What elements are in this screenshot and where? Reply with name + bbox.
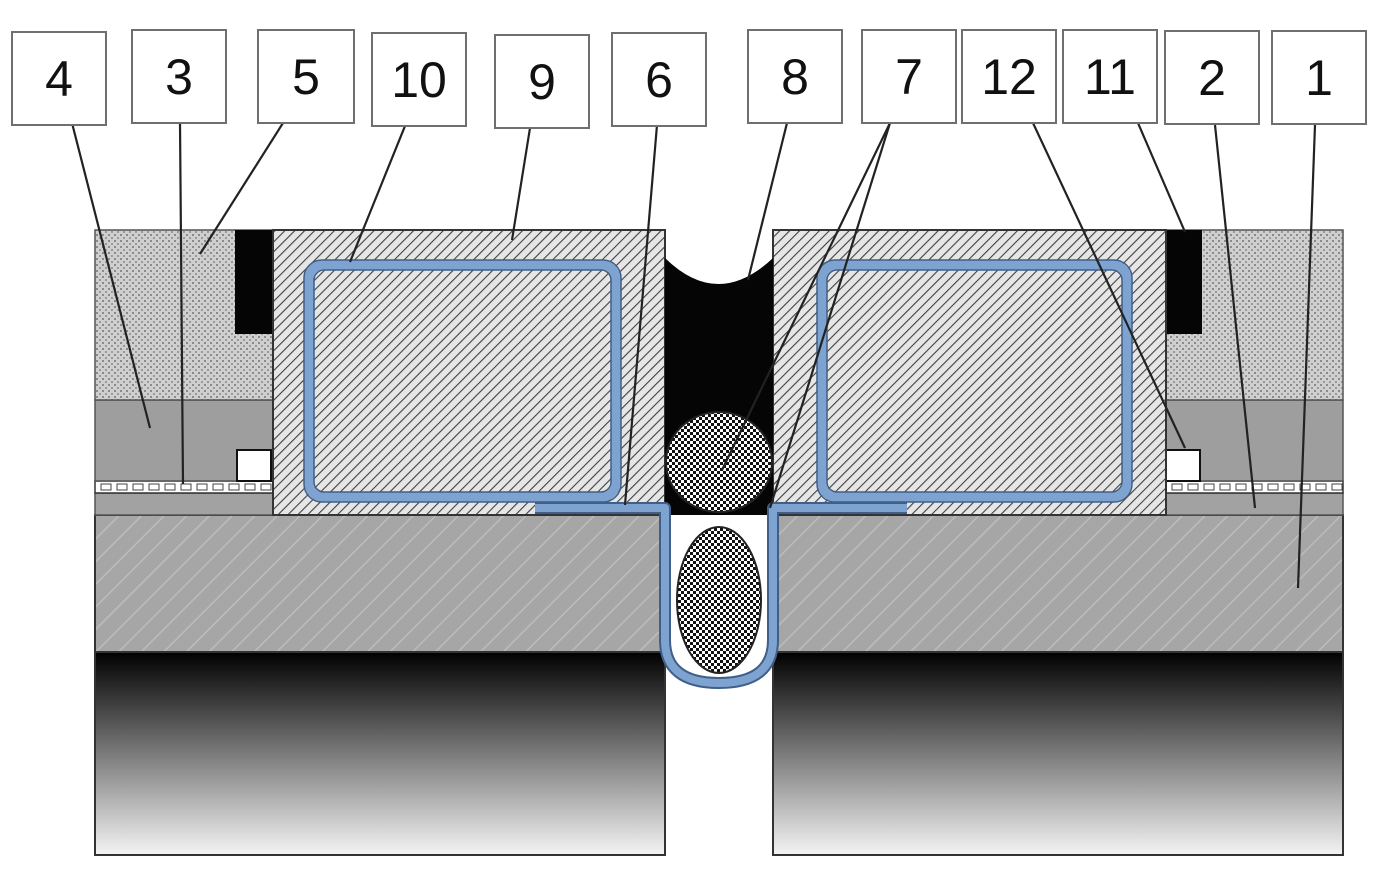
layer-dash [1267, 483, 1279, 491]
label-5: 5 [257, 29, 355, 124]
layer-dash [132, 483, 144, 491]
leader-7b [768, 122, 892, 509]
layer-dash [164, 483, 176, 491]
layer-dash [1315, 483, 1327, 491]
leader-2 [1213, 124, 1257, 509]
layer-dash [1187, 483, 1199, 491]
label-1-text: 1 [1305, 50, 1333, 106]
layer-dash [212, 483, 224, 491]
leader-3 [178, 122, 185, 485]
dashes-left [100, 483, 272, 491]
leader-8 [746, 122, 789, 281]
leader-1 [1296, 124, 1317, 589]
membrane [303, 259, 1133, 689]
label-6-text: 6 [645, 52, 673, 108]
label-3: 3 [131, 29, 227, 124]
layer-dash [1283, 483, 1295, 491]
leader-5 [199, 122, 284, 255]
dashes-right [1171, 483, 1343, 491]
layer-dash [148, 483, 160, 491]
label-5-text: 5 [292, 49, 320, 105]
leader-9 [510, 127, 532, 241]
label-9-text: 9 [528, 54, 556, 110]
label-2-text: 2 [1198, 50, 1226, 106]
membrane-loop-right-inner [826, 269, 1123, 493]
label-3-text: 3 [165, 49, 193, 105]
layer-dash [228, 483, 240, 491]
layer-dash [1331, 483, 1343, 491]
label-12: 12 [961, 29, 1057, 124]
membrane-loop-left-inner [313, 269, 612, 493]
label-4: 4 [11, 31, 107, 126]
lower-slab-right [772, 651, 1344, 856]
base-right [772, 514, 1344, 653]
spacer-block-left [236, 449, 272, 482]
label-9: 9 [494, 34, 590, 129]
leader-10 [348, 125, 407, 263]
layer-dash [196, 483, 208, 491]
layer-dash [1219, 483, 1231, 491]
spacer-blocks [236, 449, 1201, 482]
spacer-block-right [1165, 449, 1201, 482]
label-8: 8 [747, 29, 843, 124]
leader-lines [70, 122, 1317, 589]
backer-rod-upper [665, 411, 773, 513]
layer-dash [116, 483, 128, 491]
layer-dash [180, 483, 192, 491]
backer-rod-lower [676, 526, 762, 674]
layer-dash [1203, 483, 1215, 491]
label-4-text: 4 [45, 51, 73, 107]
membrane-loop-right [817, 260, 1132, 502]
membrane-u-trough-fill [535, 504, 907, 687]
label-12-text: 12 [981, 49, 1037, 105]
label-11: 11 [1062, 29, 1158, 124]
base-left [94, 514, 666, 653]
leader-6 [623, 124, 659, 506]
layer-dash [100, 483, 112, 491]
sealant-strips [235, 230, 1202, 334]
membrane-loop-right-outline [816, 259, 1133, 503]
label-11-text: 11 [1084, 49, 1136, 105]
layer-dash [1171, 483, 1183, 491]
leader-12 [1032, 122, 1186, 449]
label-7-text: 7 [895, 49, 923, 105]
label-10-text: 10 [391, 52, 447, 108]
leader-4 [70, 122, 152, 429]
label-boxes: 4 3 5 10 9 6 8 7 [11, 29, 1367, 129]
membrane-loop-left-outline [303, 259, 622, 503]
layer-strip-left [94, 492, 274, 516]
sealant-strip-left [235, 230, 273, 334]
layer-dash [260, 483, 272, 491]
leader-11 [1136, 122, 1187, 233]
lower-slab-left [94, 651, 666, 856]
label-2: 2 [1164, 30, 1260, 125]
layer-dash [1235, 483, 1247, 491]
layer-dash [244, 483, 256, 491]
lower-slabs [94, 651, 1344, 856]
label-8-text: 8 [781, 49, 809, 105]
sealant-strip-right [1166, 230, 1202, 334]
layer-dash [1299, 483, 1311, 491]
label-6: 6 [611, 32, 707, 127]
leader-7a [721, 122, 891, 471]
backer-rods [665, 411, 773, 674]
label-1: 1 [1271, 30, 1367, 125]
label-7: 7 [861, 29, 957, 124]
membrane-loop-left [304, 260, 621, 502]
label-10: 10 [371, 32, 467, 127]
